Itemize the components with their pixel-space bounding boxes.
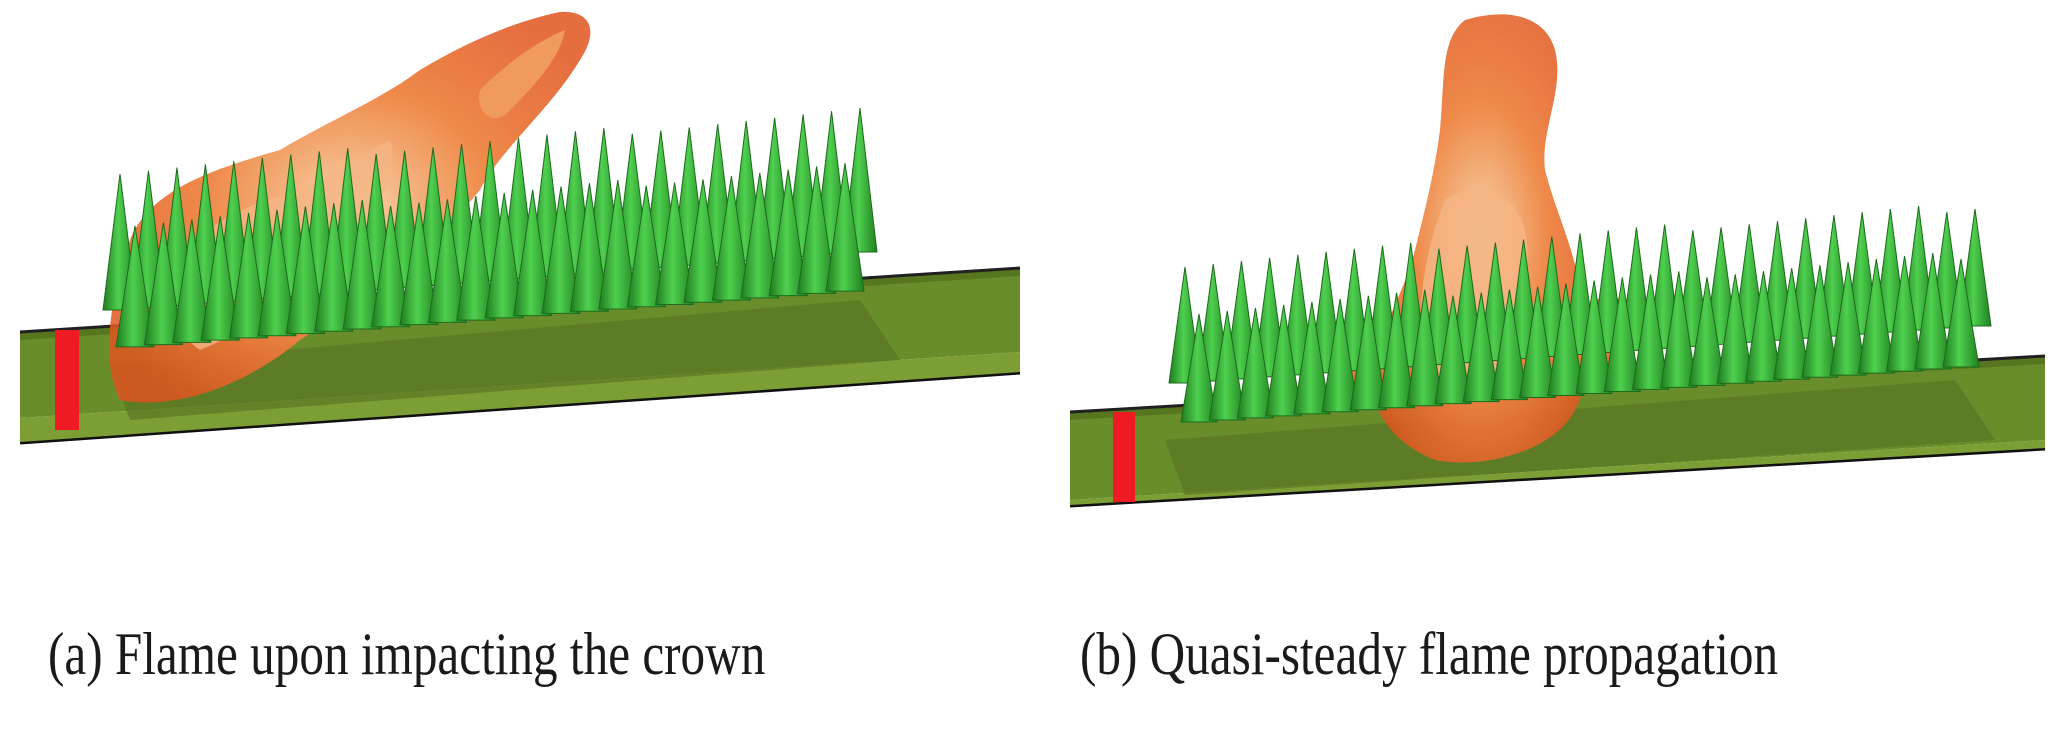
tree-icon [342, 199, 382, 330]
tree-icon [740, 172, 780, 299]
ignition-strip-a [55, 330, 79, 430]
tree-icon [285, 206, 325, 334]
tree-icon [1603, 277, 1641, 392]
caption-a: (a) Flame upon impacting the crown [48, 621, 766, 687]
tree-icon [115, 225, 155, 348]
tree-icon [1180, 313, 1218, 423]
tree-icon [1829, 262, 1867, 376]
caption-b: (b) Quasi-steady flame propagation [1080, 621, 1779, 687]
tree-icon [513, 189, 553, 317]
tree-icon [1857, 259, 1895, 374]
tree-icon [456, 196, 496, 321]
tree-icon [1321, 298, 1359, 413]
tree-icon [1434, 295, 1472, 405]
tree-icon [484, 192, 524, 319]
tree-icon [797, 166, 837, 294]
tree-icon [1406, 289, 1444, 407]
tree-icon [598, 179, 638, 310]
tree-icon [569, 183, 609, 312]
tree-icon [1942, 258, 1980, 368]
tree-icon [1547, 283, 1585, 397]
ignition-strip-b [1113, 412, 1135, 502]
tree-icon [172, 219, 212, 343]
tree-icon [541, 186, 581, 314]
tree-icon [825, 163, 865, 292]
simulation-scene-a [19, 11, 1021, 445]
tree-icon [1575, 280, 1613, 394]
tree-icon [1377, 292, 1416, 409]
tree-icon [371, 205, 411, 328]
tree-icon [768, 169, 808, 297]
tree-icon [1519, 286, 1557, 399]
tree-icon [229, 212, 269, 339]
tree-icon [655, 182, 695, 306]
tree-icon [1631, 274, 1670, 390]
tree-icon [1716, 274, 1754, 384]
tree-icon [1208, 310, 1246, 421]
tree-icon [1660, 271, 1698, 388]
tree-icon [711, 176, 751, 301]
tree-icon [1885, 256, 1924, 372]
tree-icon [399, 202, 439, 326]
tree-icon [1462, 292, 1500, 403]
tree-icon [1773, 268, 1811, 380]
tree-icon [1293, 301, 1331, 415]
tree-icon [626, 185, 666, 308]
tree-stand-a [102, 107, 878, 348]
tree-icon [1744, 271, 1783, 382]
tree-icon [1914, 252, 1952, 370]
tree-icon [1688, 277, 1726, 386]
tree-icon [1349, 295, 1387, 411]
tree-icon [1265, 304, 1303, 417]
tree-icon [314, 203, 354, 332]
panel-b: (b) Quasi-steady flame propagation [1035, 0, 2055, 732]
tree-icon [1801, 265, 1839, 378]
simulation-scene-b [1069, 14, 2046, 508]
tree-icon [1490, 289, 1529, 401]
tree-icon [257, 209, 297, 337]
tree-stand-b [1168, 206, 1992, 423]
tree-icon [1236, 307, 1275, 419]
tree-icon [143, 222, 183, 346]
tree-icon [200, 216, 240, 341]
tree-icon [427, 199, 467, 323]
panel-a: (a) Flame upon impacting the crown [19, 11, 1021, 687]
tree-icon [683, 179, 723, 303]
